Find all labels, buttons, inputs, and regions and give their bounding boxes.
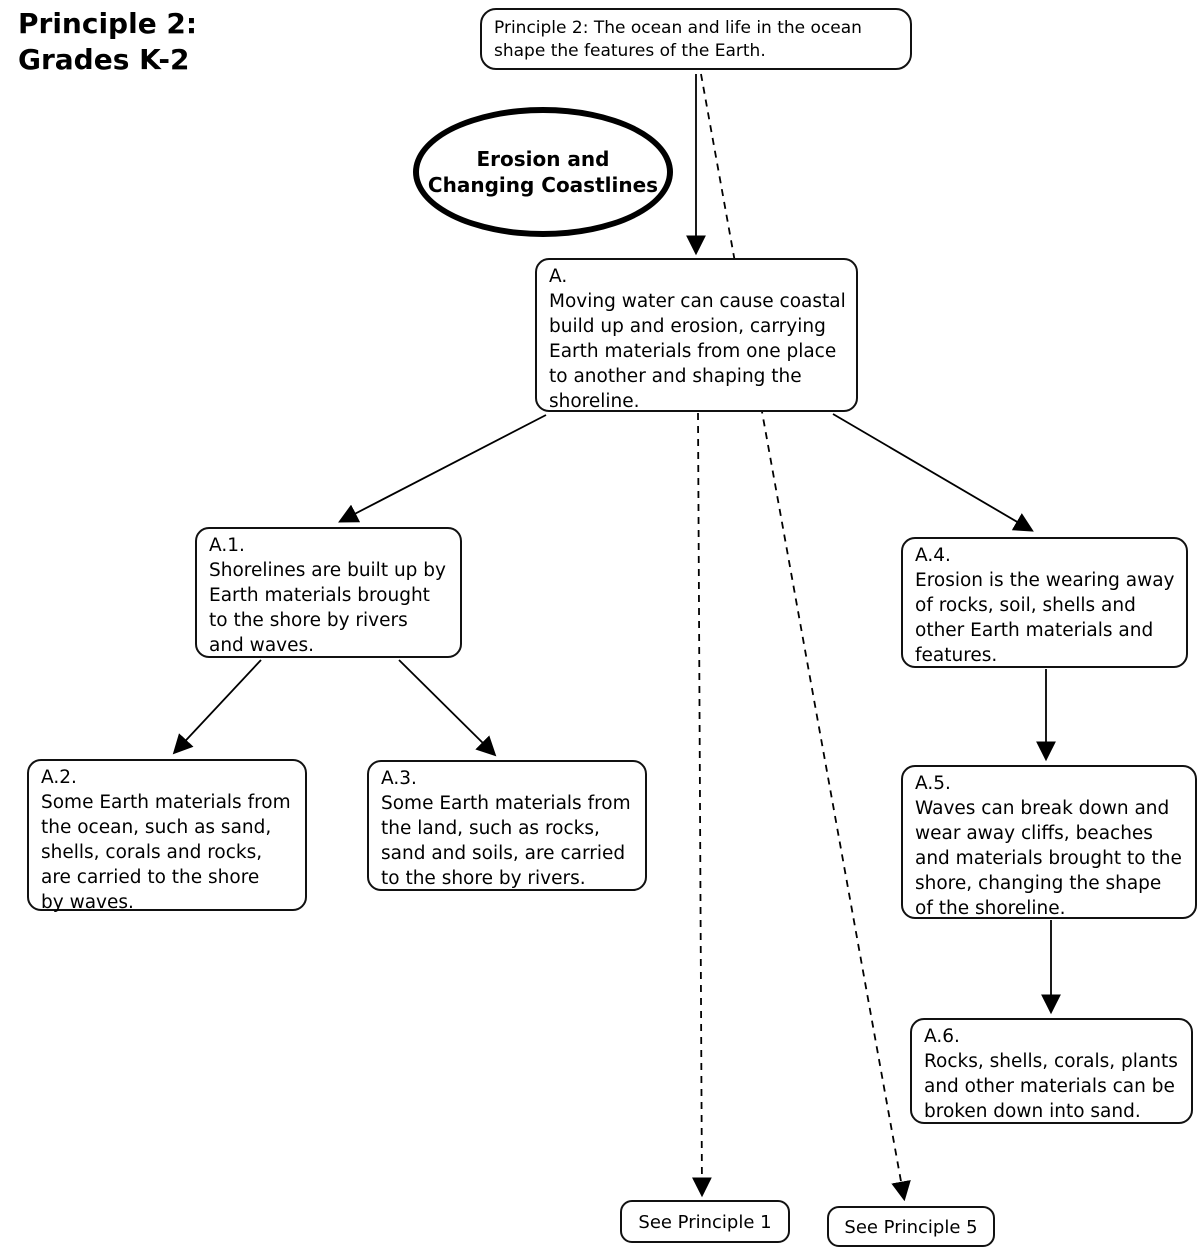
node-a3: A.3. Some Earth materials from the land,… [367,760,647,891]
node-a4: A.4. Erosion is the wearing away of rock… [901,537,1188,668]
node-a6: A.6. Rocks, shells, corals, plants and o… [910,1018,1193,1124]
edge-a1-to-a2 [172,659,262,755]
edge-principle2-to-see-principle-5 [700,73,911,1202]
edge-a-to-a4 [832,413,1034,532]
edge-a-to-a1 [338,414,547,523]
node-a: A. Moving water can cause coastal build … [535,258,858,412]
edge-a-to-see-principle-1 [692,412,712,1198]
node-principle-2: Principle 2: The ocean and life in the o… [480,8,912,70]
node-see-principle-1: See Principle 1 [620,1200,790,1243]
node-see-principle-5: See Principle 5 [827,1206,995,1247]
page-title: Principle 2: Grades K-2 [18,7,198,76]
topic-ellipse-erosion-and-changing-coastlines: Erosion and Changing Coastlines [413,107,673,237]
edge-a1-to-a3 [398,659,497,757]
node-a1: A.1. Shorelines are built up by Earth ma… [195,527,462,658]
node-a2: A.2. Some Earth materials from the ocean… [27,759,307,913]
node-a5: A.5. Waves can break down and wear away … [901,765,1197,919]
